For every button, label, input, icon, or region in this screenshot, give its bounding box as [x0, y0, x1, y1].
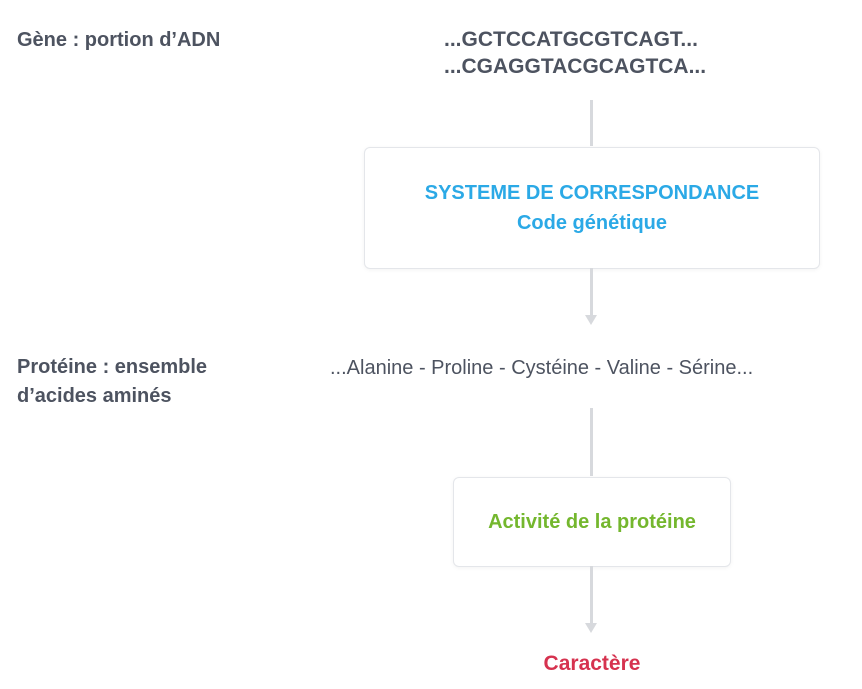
arrow-protein-to-activity — [590, 408, 593, 476]
protein-label-line1: Protéine : ensemble — [17, 356, 208, 378]
dna-strand-bottom: ...CGAGGTACGCAGTCA... — [444, 55, 707, 78]
arrow-code-to-protein-head — [585, 315, 597, 325]
arrow-gene-to-code — [590, 100, 593, 146]
activity-box: Activité de la protéine — [453, 477, 731, 567]
activity-label: Activité de la protéine — [488, 511, 696, 533]
arrow-code-to-protein — [590, 268, 593, 316]
correspondence-title: SYSTEME DE CORRESPONDANCE — [424, 182, 760, 204]
dna-strand-top: ...GCTCCATGCGTCAGT... — [444, 28, 698, 51]
protein-label-line2: d’acides aminés — [17, 385, 172, 407]
correspondence-box: SYSTEME DE CORRESPONDANCE Code génétique — [364, 147, 820, 269]
arrow-activity-to-character-head — [585, 623, 597, 633]
arrow-activity-to-character — [590, 566, 593, 624]
correspondence-subtitle: Code génétique — [516, 212, 667, 234]
gene-label: Gène : portion d’ADN — [17, 29, 221, 51]
amino-acid-sequence: ...Alanine - Proline - Cystéine - Valine… — [330, 357, 754, 379]
character-label: Caractère — [543, 652, 641, 675]
